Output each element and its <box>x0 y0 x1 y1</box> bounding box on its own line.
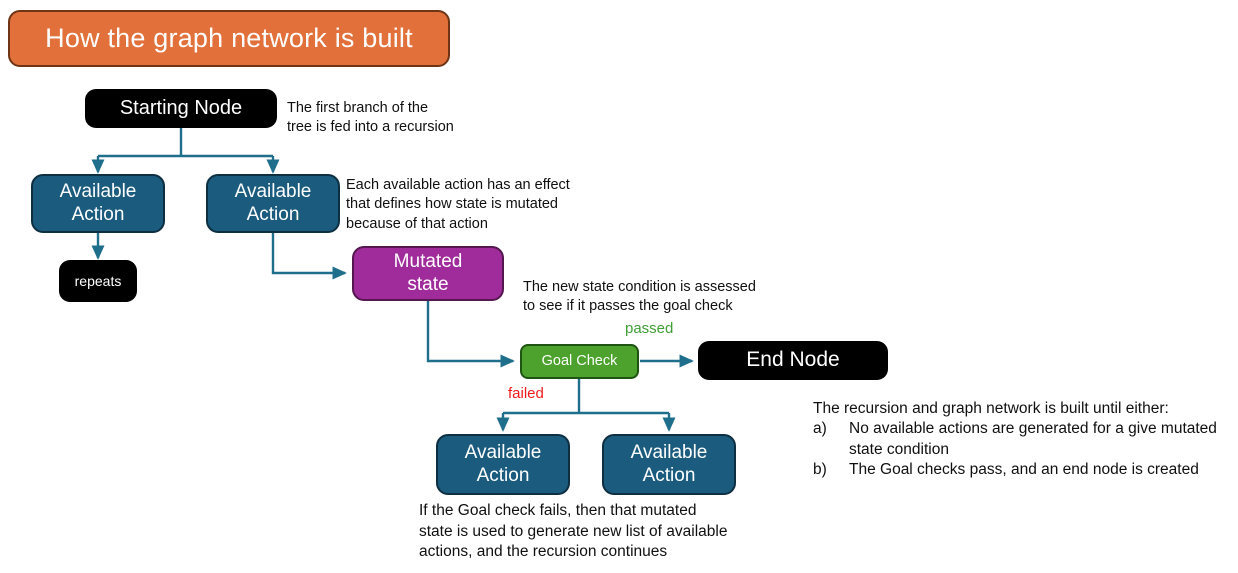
node-end[interactable]: End Node <box>698 341 888 380</box>
edge-label-passed: passed <box>625 320 674 337</box>
summary-item-b: b) The Goal checks pass, and an end node… <box>813 460 1233 480</box>
node-goal-check[interactable]: Goal Check <box>520 344 639 379</box>
annotation-mutated-note: The new state condition is assessed to s… <box>523 279 756 315</box>
wire-action2-to-mutated <box>271 233 347 280</box>
page-title: How the graph network is built <box>8 10 450 67</box>
node-mutated-state[interactable]: Mutated state <box>352 246 504 301</box>
node-available-action-4[interactable]: Available Action <box>602 434 736 495</box>
summary-lead: The recursion and graph network is built… <box>813 400 1169 417</box>
node-repeats[interactable]: repeats <box>59 260 137 302</box>
annotation-failed-note: If the Goal check fails, then that mutat… <box>419 502 728 561</box>
summary-block: The recursion and graph network is built… <box>813 399 1233 481</box>
wire-mutated-to-goalcheck <box>426 301 515 368</box>
summary-item-b-marker: b) <box>813 461 827 479</box>
annotation-action-note: Each available action has an effect that… <box>346 177 570 232</box>
summary-item-b-text: The Goal checks pass, and an end node is… <box>849 461 1199 479</box>
node-available-action-1[interactable]: Available Action <box>31 174 165 233</box>
node-available-action-2[interactable]: Available Action <box>206 174 340 233</box>
annotation-start-note: The first branch of the tree is fed into… <box>287 100 454 136</box>
edge-label-failed: failed <box>508 385 544 402</box>
summary-item-a-text: No available actions are generated for a… <box>849 420 1217 458</box>
summary-item-a: a) No available actions are generated fo… <box>813 419 1233 460</box>
summary-item-a-marker: a) <box>813 420 827 438</box>
node-starting[interactable]: Starting Node <box>85 89 277 128</box>
node-available-action-3[interactable]: Available Action <box>436 434 570 495</box>
